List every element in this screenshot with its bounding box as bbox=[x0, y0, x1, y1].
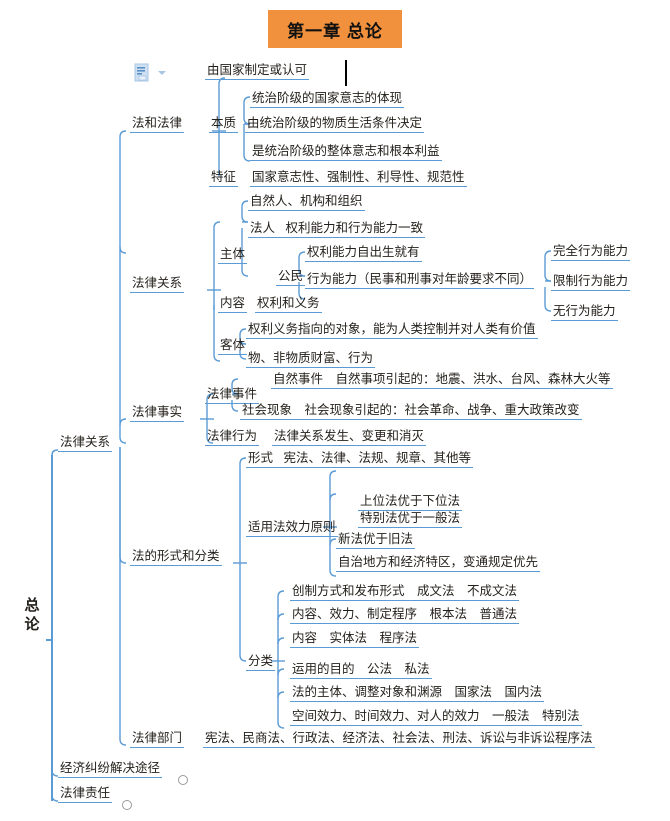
node-xiaoli-yuanze[interactable]: 适用法效力原则 bbox=[246, 520, 338, 537]
node-falv-guanxi[interactable]: 法律关系 bbox=[130, 276, 185, 293]
node-fenlei-item-6[interactable]: 空间效力、时间效力、对人的效力 一般法 特别法 bbox=[290, 709, 582, 726]
node-fa-he-falv[interactable]: 法和法律 bbox=[130, 116, 185, 133]
node-benzhi[interactable]: 本质 bbox=[209, 116, 239, 133]
node-falv-xingwei[interactable]: 法律行为 bbox=[205, 429, 260, 446]
node-xingshi-text: 宪法、法律、法规、规章、其他等 bbox=[283, 451, 471, 465]
node-falv-zeren[interactable]: 法律责任 bbox=[58, 786, 113, 803]
node-keti[interactable]: 客体 bbox=[218, 338, 248, 355]
node-xiaoli-item-2[interactable]: 特别法优于一般法 bbox=[358, 511, 463, 528]
node-fenlei-item-3[interactable]: 内容 实体法 程序法 bbox=[290, 631, 420, 648]
node-faren-row[interactable]: 法人 权利能力和行为能力一致 bbox=[248, 221, 425, 238]
node-faren-label: 法人 bbox=[250, 221, 276, 235]
node-fenlei[interactable]: 分类 bbox=[246, 654, 276, 671]
node-shijian-item-1[interactable]: 自然事件 自然事项引起的：地震、洪水、台风、森林大火等 bbox=[271, 372, 613, 389]
node-capability-limited[interactable]: 限制行为能力 bbox=[551, 274, 631, 291]
node-falv-shijian[interactable]: 法律事件 bbox=[205, 387, 260, 404]
node-xingshi-row[interactable]: 形式 宪法、法律、法规、规章、其他等 bbox=[246, 451, 473, 468]
node-faren-text: 权利能力和行为能力一致 bbox=[285, 221, 423, 235]
root-char-2: 论 bbox=[24, 616, 40, 633]
node-jingji-jiufen[interactable]: 经济纠纷解决途径 bbox=[58, 761, 163, 778]
node-xiaoli-item-1[interactable]: 上位法优于下位法 bbox=[358, 494, 463, 511]
node-fenlei-item-1[interactable]: 创制方式和发布形式 成文法 不成文法 bbox=[290, 584, 520, 601]
node-zhuti[interactable]: 主体 bbox=[218, 247, 248, 264]
node-fa-xingshi-fenlei[interactable]: 法的形式和分类 bbox=[130, 549, 222, 566]
node-benzhi-item-3[interactable]: 是统治阶级的整体意志和根本利益 bbox=[250, 144, 442, 161]
node-gongmin-item-2[interactable]: 行为能力（民事和刑事对年龄要求不同） bbox=[305, 272, 535, 289]
node-benzhi-item-1[interactable]: 统治阶级的国家意志的体现 bbox=[250, 91, 405, 108]
node-falv-jichu[interactable]: 法律关系 bbox=[58, 435, 113, 452]
node-fenlei-item-4[interactable]: 运用的目的 公法 私法 bbox=[290, 662, 432, 679]
root-node-zonglun[interactable]: 总 论 bbox=[22, 596, 42, 634]
node-xiaoli-item-4[interactable]: 自治地方和经济特区，变通规定优先 bbox=[336, 555, 541, 572]
root-char-1: 总 bbox=[24, 597, 40, 614]
node-xingshi-label: 形式 bbox=[248, 451, 274, 465]
node-tezheng[interactable]: 特征 bbox=[209, 170, 239, 187]
node-zhuti-item-1[interactable]: 自然人、机构和组织 bbox=[248, 194, 365, 211]
collapse-circle-icon[interactable] bbox=[178, 775, 188, 785]
node-fenlei-item-5[interactable]: 法的主体、调整对象和渊源 国家法 国内法 bbox=[290, 685, 545, 702]
node-first-child[interactable]: 由国家制定或认可 bbox=[205, 63, 310, 80]
node-keti-item-1[interactable]: 权利义务指向的对象，能为人类控制并对人类有价值 bbox=[246, 322, 538, 339]
node-neirong[interactable]: 内容 bbox=[218, 296, 248, 313]
node-fenlei-item-2[interactable]: 内容、效力、制定程序 根本法 普通法 bbox=[290, 607, 520, 624]
node-falv-shishi[interactable]: 法律事实 bbox=[130, 405, 185, 422]
node-falv-bumen[interactable]: 法律部门 bbox=[130, 731, 185, 748]
node-xingwei-text[interactable]: 法律关系发生、变更和消灭 bbox=[272, 429, 427, 446]
node-capability-none[interactable]: 无行为能力 bbox=[551, 304, 618, 321]
node-neirong-text[interactable]: 权利和义务 bbox=[255, 296, 322, 313]
node-tezheng-text[interactable]: 国家意志性、强制性、利导性、规范性 bbox=[250, 170, 467, 187]
chevron-down-icon[interactable] bbox=[158, 71, 166, 75]
chapter-title-banner: 第一章 总论 bbox=[268, 10, 402, 48]
text-cursor bbox=[345, 60, 347, 86]
node-falv-bumen-text[interactable]: 宪法、民商法、行政法、经济法、社会法、刑法、诉讼与非诉讼程序法 bbox=[203, 731, 595, 748]
document-icon[interactable] bbox=[134, 63, 151, 82]
node-xiaoli-item-3[interactable]: 新法优于旧法 bbox=[336, 532, 416, 549]
node-keti-item-2[interactable]: 物、非物质财富、行为 bbox=[246, 351, 376, 368]
node-benzhi-item-2[interactable]: 由统治阶级的物质生活条件决定 bbox=[245, 116, 425, 133]
page-title: 第一章 总论 bbox=[287, 21, 383, 41]
node-gongmin-item-1[interactable]: 权利能力自出生就有 bbox=[305, 245, 422, 262]
collapse-circle-icon[interactable] bbox=[122, 800, 132, 810]
node-capability-full[interactable]: 完全行为能力 bbox=[551, 244, 631, 261]
node-gongmin[interactable]: 公民 bbox=[276, 269, 306, 286]
node-shijian-item-2[interactable]: 社会现象 社会现象引起的：社会革命、战争、重大政策改变 bbox=[240, 403, 582, 420]
